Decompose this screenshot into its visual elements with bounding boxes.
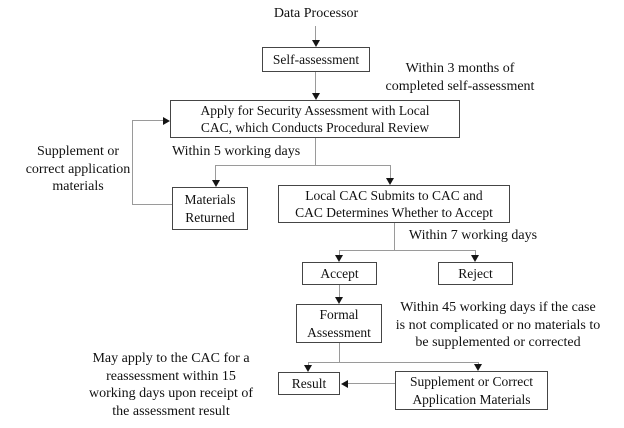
flow-line — [215, 165, 216, 181]
flow-line — [394, 223, 395, 250]
flow-line — [308, 362, 309, 366]
arrowhead-down-icon — [335, 255, 343, 262]
arrowhead-down-icon — [335, 297, 343, 304]
flow-line — [315, 26, 316, 41]
flow-line — [347, 383, 395, 384]
flow-line — [132, 120, 164, 121]
arrowhead-down-icon — [474, 364, 482, 371]
node-data-processor: Data Processor — [273, 6, 359, 21]
annotation-supplement-materials: Supplement or correct application materi… — [25, 144, 131, 194]
flow-line — [132, 120, 133, 205]
arrowhead-down-icon — [312, 93, 320, 100]
flow-line — [390, 165, 391, 179]
annotation-within-7-days: Within 7 working days — [408, 228, 538, 243]
arrowhead-left-icon — [341, 380, 348, 388]
arrowhead-down-icon — [212, 180, 220, 187]
node-local-cac-submits: Local CAC Submits to CAC and CAC Determi… — [278, 185, 510, 223]
annotation-within-3-months: Within 3 months of completed self-assess… — [385, 61, 535, 94]
flow-line — [339, 343, 340, 362]
arrowhead-down-icon — [471, 255, 479, 262]
flow-line — [315, 138, 316, 165]
node-materials-returned: Materials Returned — [172, 187, 248, 230]
flow-line — [308, 362, 479, 363]
node-self-assessment: Self-assessment — [262, 47, 370, 72]
arrowhead-down-icon — [386, 178, 394, 185]
node-reject: Reject — [438, 262, 513, 285]
flow-line — [339, 250, 340, 256]
arrowhead-down-icon — [304, 365, 312, 372]
node-result: Result — [278, 372, 340, 395]
flow-line — [339, 285, 340, 298]
annotation-may-apply: May apply to the CAC for a reassessment … — [88, 351, 254, 419]
flow-line — [475, 250, 476, 256]
flow-line — [478, 362, 479, 365]
node-apply-security-assessment: Apply for Security Assessment with Local… — [170, 100, 460, 138]
node-supplement-correct: Supplement or Correct Application Materi… — [395, 371, 548, 410]
annotation-within-5-days: Within 5 working days — [172, 144, 301, 159]
flow-line — [339, 250, 476, 251]
arrowhead-right-icon — [163, 117, 170, 125]
annotation-within-45-days: Within 45 working days if the case is no… — [395, 300, 601, 350]
node-formal-assessment: Formal Assessment — [296, 304, 382, 343]
flow-line — [215, 165, 391, 166]
node-accept: Accept — [302, 262, 377, 285]
arrowhead-down-icon — [312, 40, 320, 47]
flow-line — [132, 204, 172, 205]
flow-line — [315, 72, 316, 94]
